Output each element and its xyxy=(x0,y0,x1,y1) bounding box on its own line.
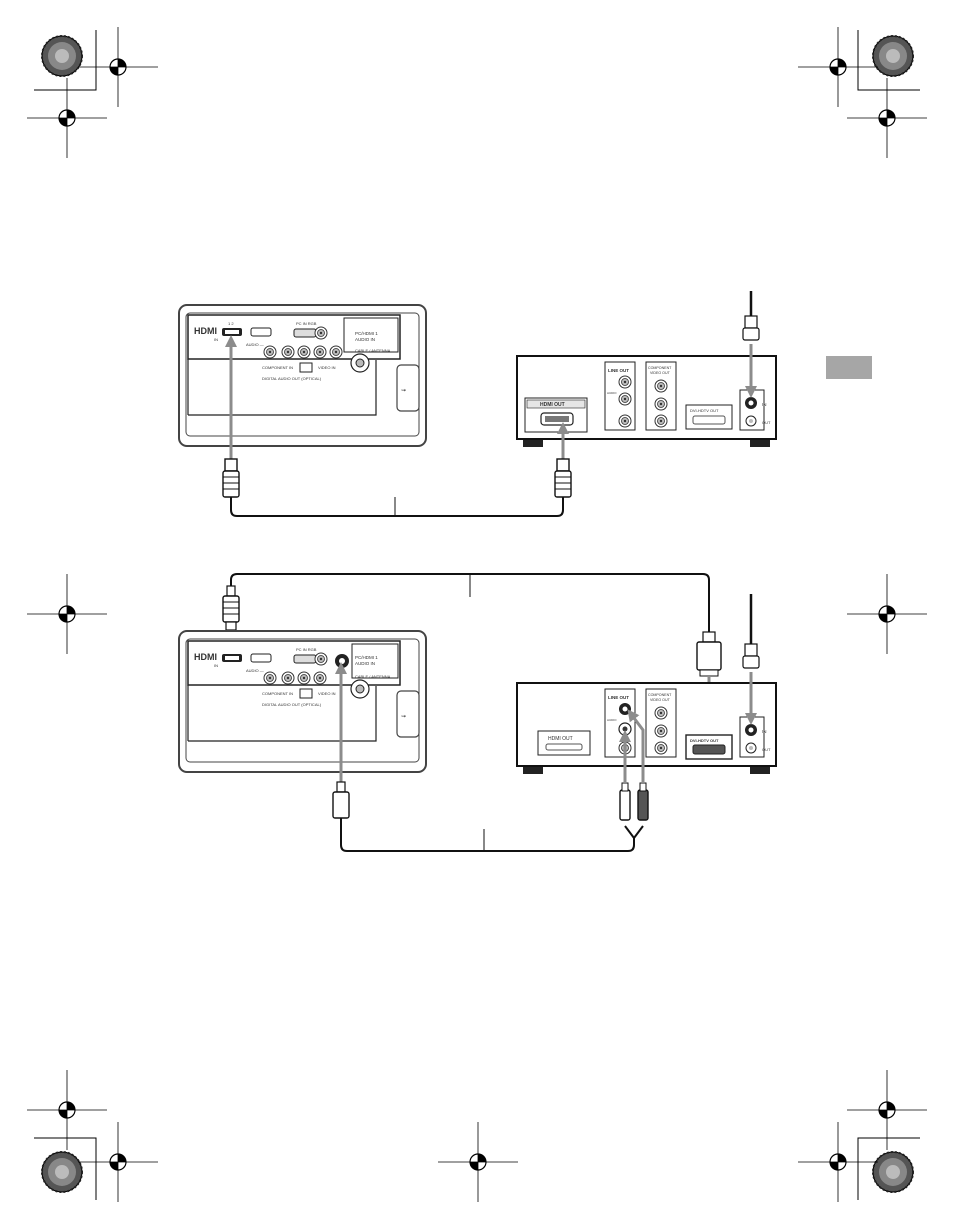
hdmi-in-label: IN xyxy=(214,337,218,342)
rf-out-label-2: OUT xyxy=(762,747,771,752)
audio-cable-bottom xyxy=(332,662,649,852)
line-out-label: LINE OUT xyxy=(608,368,629,373)
digital-audio-out-label-2: DIGITAL AUDIO OUT (OPTICAL) xyxy=(262,702,322,707)
hdmi-cable-top xyxy=(222,335,572,517)
antenna-cable-top xyxy=(742,291,760,398)
hdmi-in-port-2[interactable] xyxy=(250,327,272,337)
usb-icon: ⇝ xyxy=(401,388,406,394)
hdmi-in-label-2: IN xyxy=(214,663,218,668)
audio-label-2: AUDIO — xyxy=(246,668,264,673)
hdmi-dvi-cable-bottom xyxy=(222,573,722,741)
hdmi-out-label-2: HDMI OUT xyxy=(548,736,573,742)
audio-side-label: AUDIO xyxy=(607,391,617,395)
digital-audio-out-label: DIGITAL AUDIO OUT (OPTICAL) xyxy=(262,376,322,381)
pc-in-label: PC IN RGB xyxy=(296,321,317,326)
tv-panel-top: HDMI IN 1 2 PC IN RGB AUDIO — COMPONENT … xyxy=(178,304,427,447)
rf-in-label-2: IN xyxy=(762,729,767,734)
hdmi-out-label: HDMI OUT xyxy=(540,402,565,408)
tv-panel-bottom: HDMI IN PC IN RGB AUDIO — COMPONENT IN V… xyxy=(178,630,427,773)
pc-in-label-2: PC IN RGB xyxy=(296,647,317,652)
dvi-out-port-bottom[interactable] xyxy=(692,744,726,755)
component-in-label-2: COMPONENT IN xyxy=(262,691,293,696)
audio-label: AUDIO — xyxy=(246,342,264,347)
component-video-out-label-line2: VIDEO OUT xyxy=(650,371,671,375)
dvi-hdtv-out-label-2: DVI-HDTV OUT xyxy=(690,738,719,743)
component-video-out-label-2b: VIDEO OUT xyxy=(650,698,671,702)
line-out-label-2: LINE OUT xyxy=(608,695,629,700)
component-video-out-label-2: COMPONENT xyxy=(648,693,672,697)
section-tab xyxy=(826,356,872,379)
audio-in-label: AUDIO IN xyxy=(355,337,375,342)
hdmi-port-numbers: 1 2 xyxy=(228,321,234,326)
hdmi-logo: HDMI xyxy=(194,326,217,336)
set-top-box-top: HDMI OUT LINE OUT AUDIO COMPONENT VIDEO … xyxy=(516,355,777,447)
pc-hdmi-audio-in-label: PC/HDMI 1 xyxy=(355,331,378,336)
pc-hdmi-audio-in-label-2: PC/HDMI 1 xyxy=(355,655,378,660)
usb-icon-2: ⇝ xyxy=(401,714,406,720)
set-top-box-bottom: HDMI OUT LINE OUT AUDIO COMPONENT VIDEO … xyxy=(516,682,777,774)
antenna-cable-bottom xyxy=(742,594,760,725)
hdmi-logo-2: HDMI xyxy=(194,652,217,662)
video-in-label-2: VIDEO IN xyxy=(318,691,336,696)
dvi-out-port[interactable] xyxy=(692,415,726,425)
rf-out-label: OUT xyxy=(762,420,771,425)
audio-side-label-2: AUDIO xyxy=(607,718,617,722)
cable-antenna-label-2: CABLE / ANTENNA xyxy=(355,674,391,679)
audio-in-label-2: AUDIO IN xyxy=(355,661,375,666)
video-in-label: VIDEO IN xyxy=(318,365,336,370)
component-video-out-label: COMPONENT xyxy=(648,366,672,370)
crop-marks xyxy=(26,26,928,1203)
cable-antenna-label: CABLE / ANTENNA xyxy=(355,348,391,353)
pc-in-port[interactable] xyxy=(293,328,317,338)
component-in-label: COMPONENT IN xyxy=(262,365,293,370)
rf-in-label: IN xyxy=(762,402,767,407)
dvi-hdtv-out-label: DVI-HDTV OUT xyxy=(690,408,719,413)
